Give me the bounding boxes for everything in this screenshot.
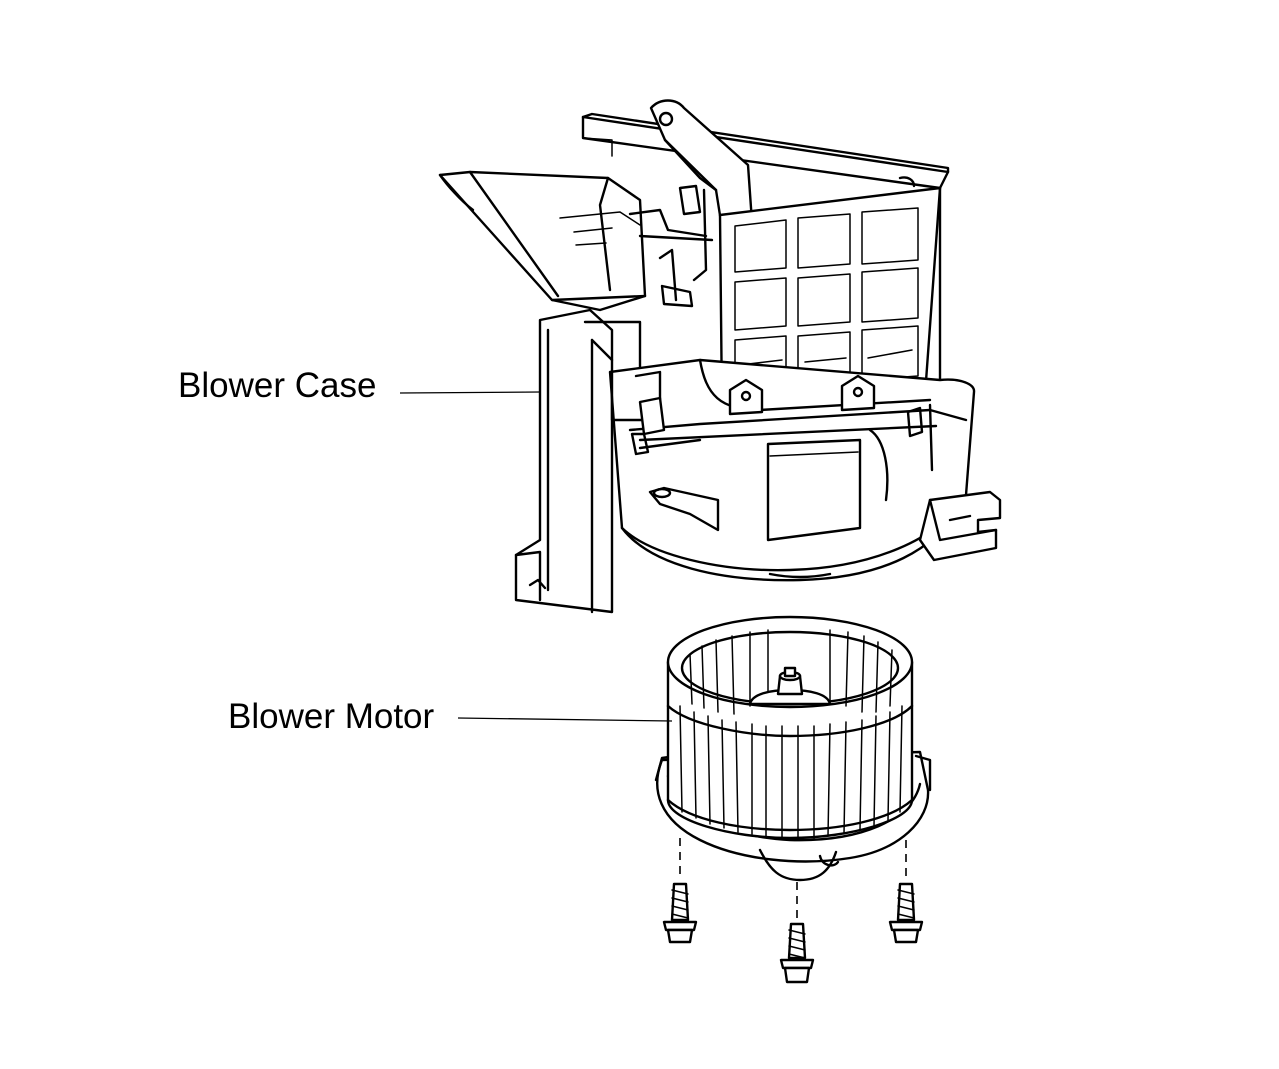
blower-case-label: Blower Case	[178, 366, 377, 405]
blower-case-leader-line	[399, 391, 541, 394]
blower-motor-leader-line	[457, 717, 673, 722]
screw-right	[888, 840, 924, 944]
screw-left	[662, 838, 698, 944]
screw-center	[779, 882, 815, 984]
blower-case-drawing	[438, 99, 1002, 614]
blower-motor-label: Blower Motor	[228, 697, 435, 736]
blower-motor-drawing	[654, 615, 932, 882]
